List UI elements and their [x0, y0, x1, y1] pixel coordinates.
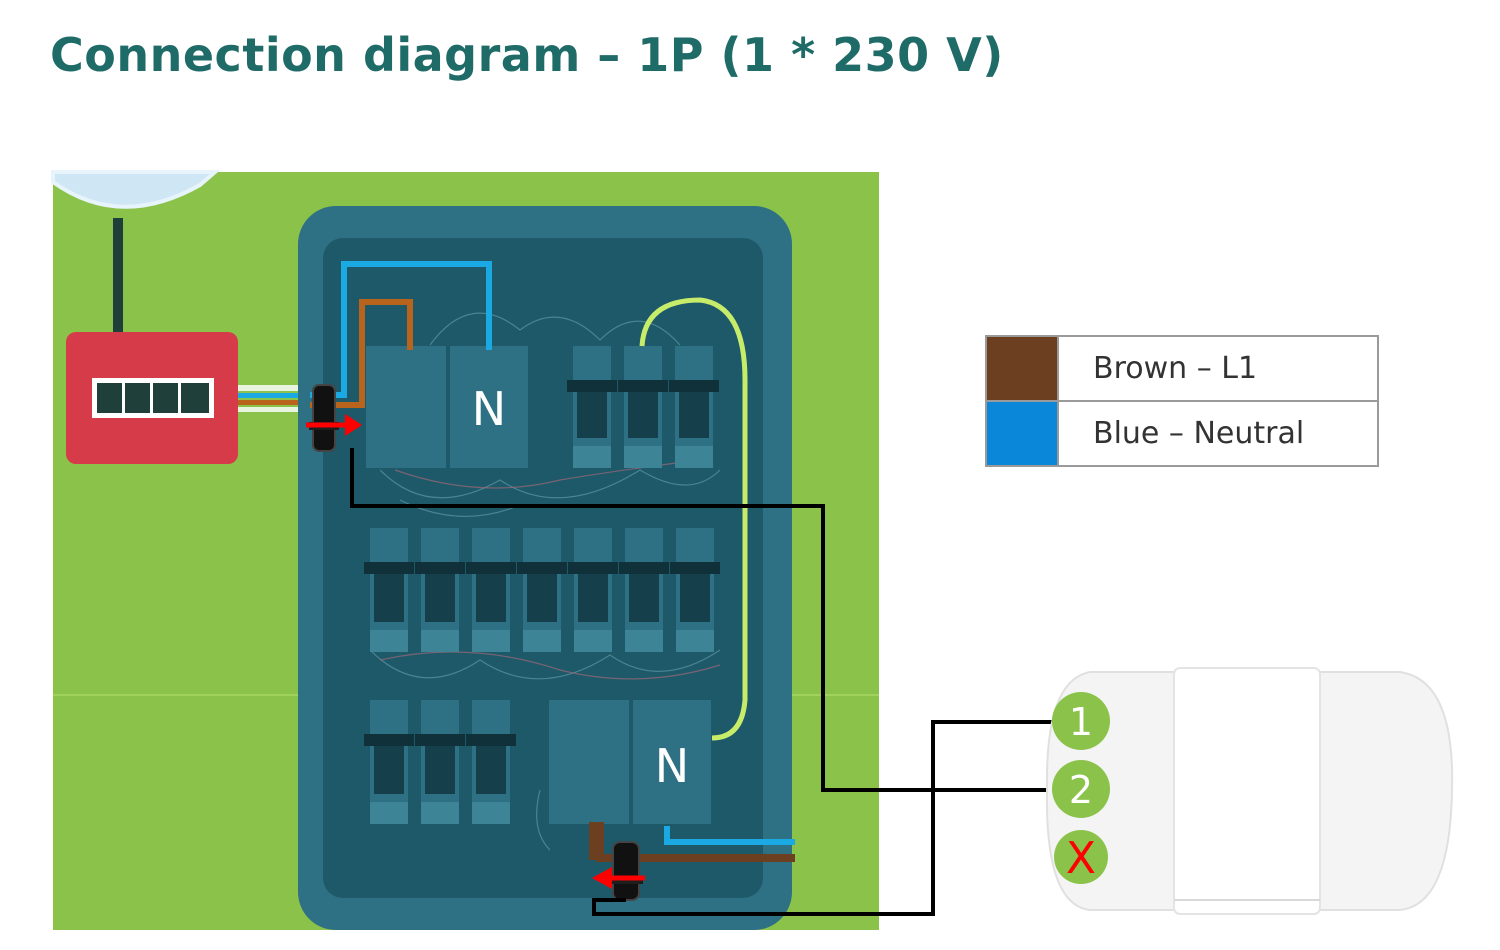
breaker-mid-5	[568, 528, 618, 652]
breaker-top-3	[669, 346, 719, 468]
rcd-label: N	[655, 739, 689, 793]
breaker-row-bottom	[364, 700, 516, 824]
rcd-breaker: N	[549, 700, 711, 824]
terminal-3: X	[1054, 830, 1108, 884]
breaker-top-2	[618, 346, 668, 468]
breaker-mid-1	[364, 528, 414, 652]
page-title: Connection diagram – 1P (1 * 230 V)	[50, 28, 1004, 82]
smart-meter-device	[1045, 667, 1454, 915]
breaker-row-top	[567, 346, 719, 468]
cloud-shape	[51, 170, 221, 209]
terminal-1: 1	[1052, 692, 1110, 750]
electricity-meter	[66, 332, 238, 464]
wire-color-legend: Brown – L1 Blue – Neutral	[985, 335, 1379, 467]
breaker-bot-2	[415, 700, 465, 824]
terminal-3-unused-mark: X	[1066, 833, 1096, 884]
meter-feed-wires	[238, 385, 310, 412]
clamp-wire-bottom	[592, 720, 1053, 916]
legend-swatch-brown	[987, 337, 1059, 400]
legend-label-blue: Blue – Neutral	[1093, 416, 1305, 451]
breaker-mid-7	[670, 528, 720, 652]
terminal-2-label: 2	[1069, 768, 1093, 812]
breaker-mid-6	[619, 528, 669, 652]
arrow-icon-top	[306, 414, 362, 436]
earth-wire	[639, 297, 748, 741]
breaker-bot-3	[466, 700, 516, 824]
clamp-wire-top	[350, 448, 1053, 792]
terminal-2: 2	[1052, 760, 1110, 818]
decorative-wiring	[369, 312, 721, 851]
terminal-1-label: 1	[1069, 700, 1093, 744]
breaker-mid-3	[466, 528, 516, 652]
arrow-icon-bottom	[592, 867, 645, 889]
legend-item-blue: Blue – Neutral	[987, 400, 1377, 465]
supply-cable	[113, 218, 123, 336]
breaker-bot-1	[364, 700, 414, 824]
main-breaker: N	[366, 346, 528, 468]
main-breaker-label: N	[472, 382, 506, 436]
legend-swatch-blue	[987, 402, 1059, 465]
brown-wire-bottom	[589, 822, 795, 862]
breaker-row-middle	[364, 528, 720, 652]
current-clamp-top	[309, 384, 339, 452]
blue-wire-bottom	[664, 826, 795, 845]
current-clamp-bottom	[609, 841, 643, 901]
brown-wire-top	[310, 299, 413, 408]
breaker-top-1	[567, 346, 617, 468]
legend-item-brown: Brown – L1	[987, 337, 1377, 400]
legend-label-brown: Brown – L1	[1093, 351, 1258, 386]
breaker-mid-2	[415, 528, 465, 652]
breaker-mid-4	[517, 528, 567, 652]
